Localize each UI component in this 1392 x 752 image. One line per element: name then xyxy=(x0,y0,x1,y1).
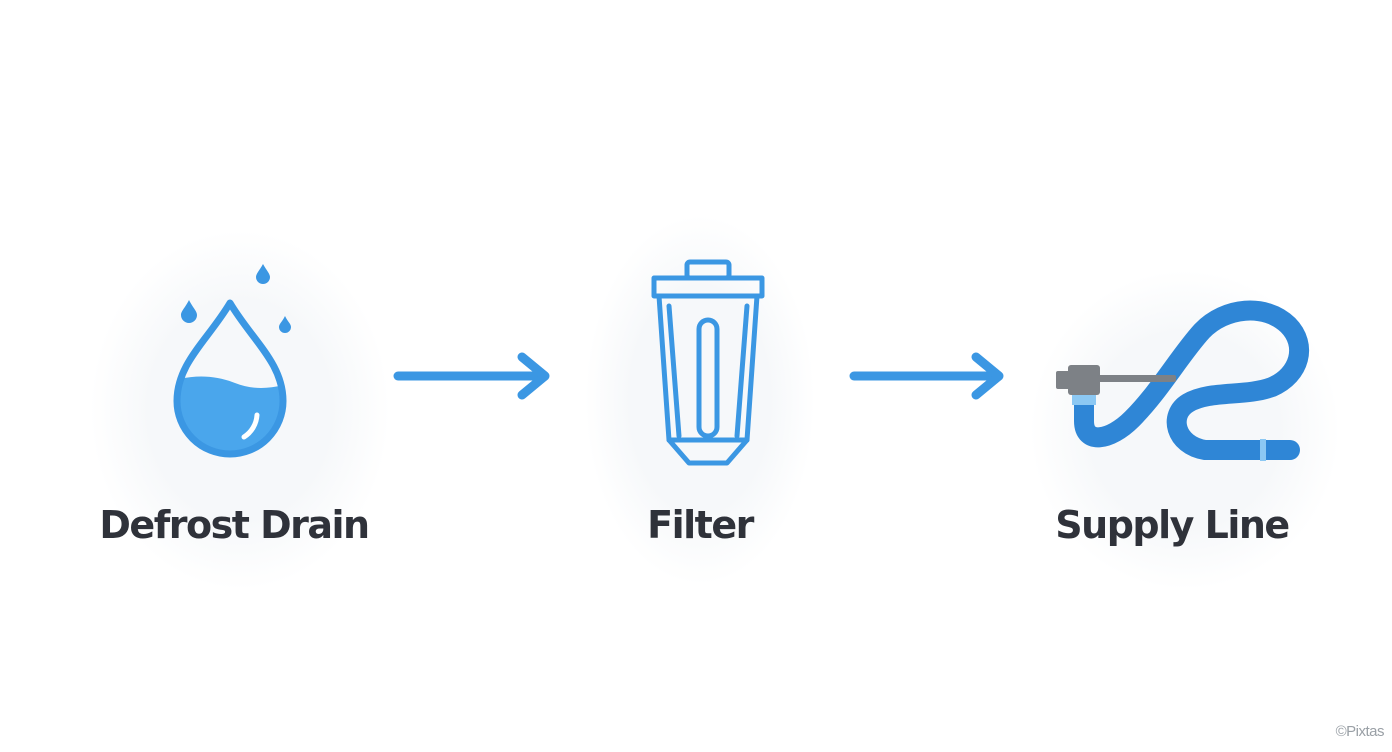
watermark: ©Pixtas xyxy=(1335,723,1385,740)
supply-hose-icon xyxy=(1056,300,1310,461)
arrow-right-icon xyxy=(849,352,1004,400)
step-label-filter: Filter xyxy=(647,503,754,547)
water-filter-icon xyxy=(651,259,765,466)
step-label-defrost-drain: Defrost Drain xyxy=(99,503,370,547)
arrow-right-icon xyxy=(393,352,550,400)
step-label-supply-line: Supply Line xyxy=(1055,503,1290,547)
water-drop-icon xyxy=(173,264,291,458)
